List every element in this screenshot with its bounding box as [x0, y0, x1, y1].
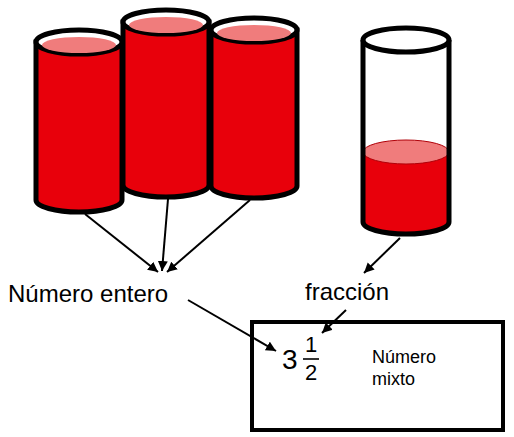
full-glass — [36, 42, 122, 212]
half-glass — [363, 40, 449, 234]
mixed-number-box: 31 2 Número mixto — [250, 320, 505, 432]
liquid-surface — [42, 37, 116, 53]
glass-outline — [363, 40, 449, 234]
liquid-surface — [129, 17, 203, 33]
concept-label: Número entero — [8, 280, 168, 308]
concept-label: fracción — [305, 278, 389, 306]
leader-arrow — [85, 214, 158, 272]
leader-arrow — [364, 238, 400, 273]
glass-rim — [211, 18, 297, 42]
mixed-number-digit: 2 — [301, 362, 321, 384]
fraction-bar — [303, 358, 319, 360]
glass-rim — [36, 30, 122, 54]
full-glass — [123, 22, 209, 197]
box-caption: Número mixto — [372, 347, 462, 390]
glass-rim — [363, 28, 449, 52]
leader-arrow — [162, 199, 168, 271]
liquid-surface — [363, 140, 449, 164]
leader-arrow — [167, 200, 250, 272]
full-glass — [211, 30, 297, 198]
leader-arrow — [188, 300, 276, 351]
liquid-surface — [217, 25, 291, 41]
mixed-number-digit: 3 — [282, 346, 298, 374]
glass-rim — [123, 10, 209, 34]
mixed-number-digit: 1 — [301, 334, 321, 356]
